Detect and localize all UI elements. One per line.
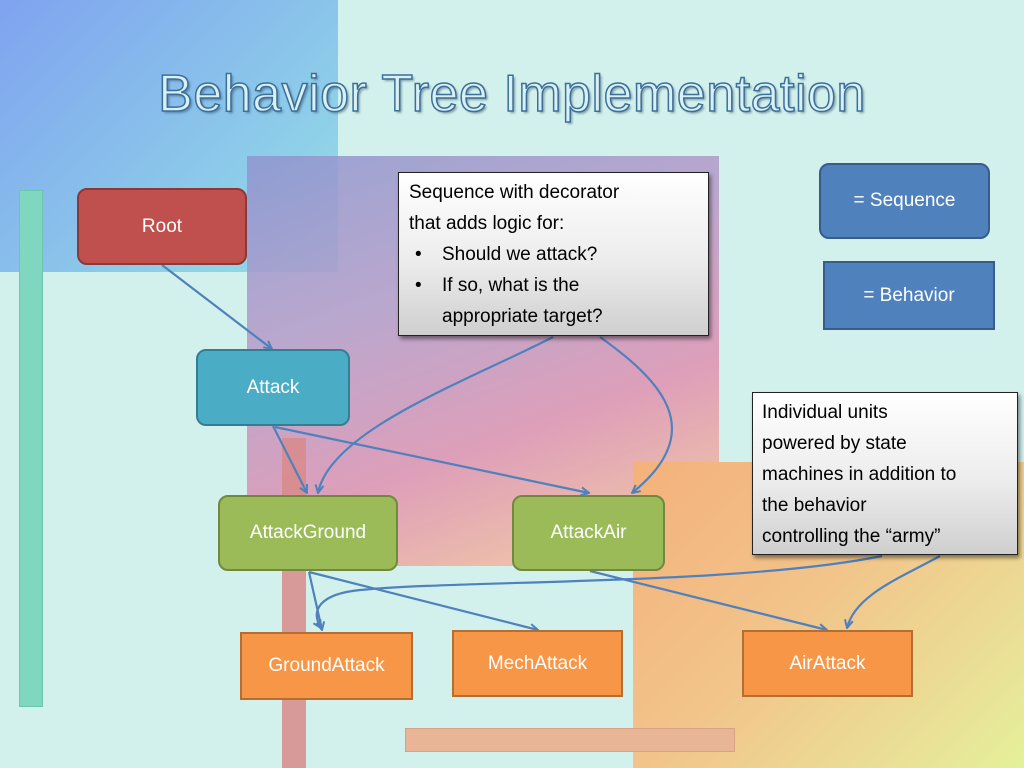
- note-sequence-line-2: that adds logic for:: [409, 213, 565, 234]
- edge-note-airattack: [847, 555, 941, 628]
- node-root: Root: [77, 188, 247, 265]
- note-sequence-decorator: Sequence with decorator that adds logic …: [398, 172, 709, 336]
- note-bullet-item: • If so, what is the: [409, 270, 702, 301]
- bullet-icon: •: [415, 275, 422, 296]
- edge-attackground-mechattack: [308, 570, 538, 630]
- node-groundattack: GroundAttack: [240, 632, 413, 700]
- edge-attack-attackground: [272, 425, 307, 493]
- node-mechattack-label: MechAttack: [487, 652, 588, 674]
- edge-root-attack: [161, 264, 272, 349]
- node-root-label: Root: [141, 215, 183, 237]
- slide-title: Behavior Tree Implementation: [157, 64, 866, 124]
- note-bullet-text: Should we attack?: [442, 244, 598, 265]
- node-airattack: AirAttack: [742, 630, 913, 697]
- edge-attackground-groundattack: [307, 571, 322, 630]
- legend-sequence: = Sequence: [819, 163, 990, 239]
- note-bullet-text: appropriate target?: [442, 306, 603, 327]
- node-attack: Attack: [196, 349, 350, 426]
- note-units-line: machines in addition to: [762, 464, 957, 485]
- note-individual-units: Individual units powered by state machin…: [752, 392, 1018, 555]
- edge-note-groundattack: [317, 554, 883, 628]
- legend-behavior-label: = Behavior: [863, 284, 955, 306]
- node-airattack-label: AirAttack: [789, 652, 866, 674]
- note-bullet-item: appropriate target?: [409, 301, 702, 332]
- edge-attackair-airattack: [589, 569, 827, 630]
- note-units-line: controlling the “army”: [762, 526, 941, 547]
- node-attackair: AttackAir: [512, 495, 665, 571]
- node-attackair-label: AttackAir: [550, 522, 627, 543]
- node-mechattack: MechAttack: [452, 630, 623, 697]
- node-groundattack-label: GroundAttack: [268, 655, 385, 676]
- bullet-icon: •: [415, 244, 422, 265]
- legend-behavior: = Behavior: [823, 261, 995, 330]
- background-bar-left: [19, 190, 43, 707]
- note-units-line: Individual units: [762, 402, 888, 423]
- node-attackground: AttackGround: [218, 495, 398, 571]
- background-bar-bottom: [405, 728, 735, 752]
- edge-note-attackground: [318, 336, 554, 493]
- edge-note-attackair: [599, 336, 674, 493]
- node-attack-label: Attack: [246, 376, 300, 398]
- edge-attack-attackair: [274, 425, 589, 493]
- note-bullet-text: If so, what is the: [442, 275, 580, 296]
- note-sequence-line-1: Sequence with decorator: [409, 182, 620, 203]
- legend-sequence-label: = Sequence: [853, 190, 956, 211]
- node-attackground-label: AttackGround: [249, 522, 367, 543]
- note-units-line: the behavior: [762, 495, 867, 516]
- note-sequence-bullets: • Should we attack? • If so, what is the a…: [409, 239, 702, 332]
- note-units-line: powered by state: [762, 433, 907, 454]
- note-bullet-item: • Should we attack?: [409, 239, 702, 270]
